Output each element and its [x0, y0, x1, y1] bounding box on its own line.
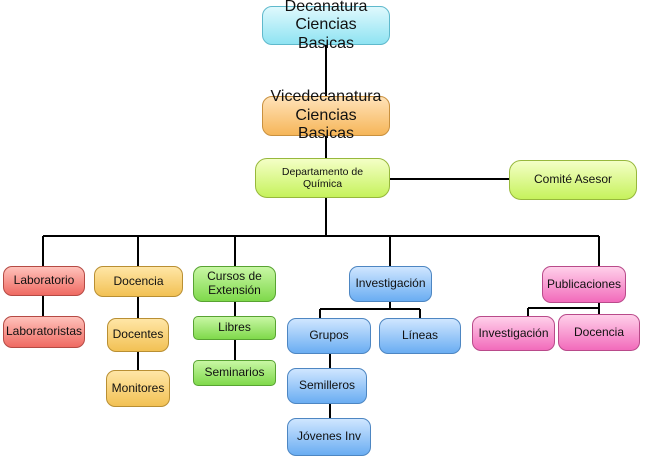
- node-comite: Comité Asesor: [509, 160, 637, 200]
- node-investigacion-label: Investigación: [355, 276, 426, 291]
- node-publicaciones-label: Publicaciones: [546, 276, 622, 291]
- node-libres-label: Libres: [218, 320, 251, 335]
- node-docentes-label: Docentes: [112, 327, 164, 342]
- node-lineas-label: Líneas: [401, 328, 439, 343]
- node-laboratoristas: Laboratoristas: [3, 316, 85, 348]
- node-pub-investigacion-label: Investigación: [478, 325, 549, 340]
- node-seminarios-label: Seminarios: [204, 365, 265, 380]
- node-docencia: Docencia: [94, 266, 183, 297]
- node-laboratorio-label: Laboratorio: [13, 273, 75, 288]
- node-departamento-label: Departamento de Química: [281, 165, 364, 190]
- node-jovenes: Jóvenes Inv: [287, 418, 371, 456]
- node-grupos: Grupos: [287, 318, 371, 354]
- node-semilleros-label: Semilleros: [298, 378, 355, 393]
- node-lineas: Líneas: [379, 318, 461, 354]
- node-monitores: Monitores: [106, 370, 170, 407]
- node-decanatura: Decanatura Ciencias Basicas: [262, 0, 390, 52]
- node-laboratoristas-label: Laboratoristas: [5, 324, 83, 339]
- node-seminarios: Seminarios: [193, 360, 276, 386]
- node-libres: Libres: [193, 316, 276, 340]
- node-jovenes-label: Jóvenes Inv: [296, 429, 362, 444]
- node-docentes: Docentes: [107, 318, 169, 352]
- node-docencia-label: Docencia: [113, 273, 164, 288]
- node-cursos-label: Cursos de Extensión: [207, 269, 262, 297]
- node-grupos-label: Grupos: [309, 328, 349, 343]
- node-decanatura-label: Decanatura Ciencias Basicas: [284, 0, 368, 52]
- node-comite-label: Comité Asesor: [533, 172, 613, 187]
- node-pub-docencia: Docencia: [558, 314, 640, 351]
- node-investigacion: Investigación: [349, 266, 432, 302]
- node-publicaciones: Publicaciones: [542, 266, 626, 303]
- node-monitores-label: Monitores: [111, 380, 165, 395]
- node-vicedecanatura-label: Vicedecanatura Ciencias Basicas: [270, 88, 382, 143]
- node-cursos: Cursos de Extensión: [193, 266, 276, 302]
- node-pub-investigacion: Investigación: [472, 316, 555, 351]
- node-laboratorio: Laboratorio: [3, 266, 85, 296]
- node-departamento: Departamento de Química: [255, 158, 390, 198]
- node-pub-docencia-label: Docencia: [573, 324, 625, 339]
- node-semilleros: Semilleros: [287, 368, 367, 404]
- node-vicedecanatura: Vicedecanatura Ciencias Basicas: [262, 88, 390, 142]
